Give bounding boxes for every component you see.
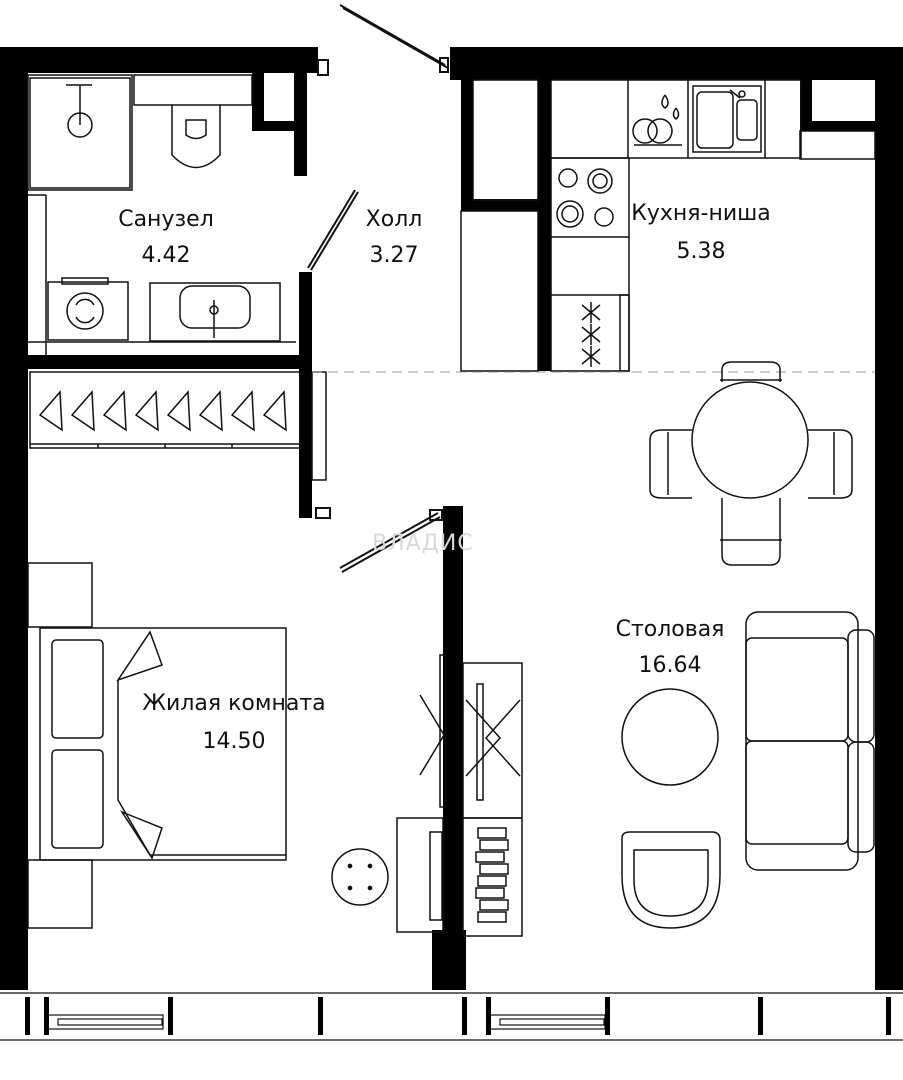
room-labels: Санузел 4.42 Холл 3.27 Кухня-ниша 5.38 С… [118,201,771,754]
hood-icon [581,302,601,367]
desk [396,817,444,933]
room-name-hall: Холл [366,207,423,232]
hanger-icon [38,390,287,432]
bed-icon [27,562,287,929]
shower-icon [27,74,133,191]
bookshelf [475,827,509,923]
hall-cabinet [311,371,327,481]
kitchen-counter [460,79,876,372]
kitchen-sink-icon [692,85,762,153]
room-name-dining: Столовая [616,617,725,642]
washing-machine-icon [47,277,129,341]
toilet-icon [133,74,253,169]
dishes-icon [632,94,682,146]
armchair-icon [621,831,721,929]
pouf [331,848,389,906]
walls [0,47,903,990]
kitchen-fridge [472,79,630,372]
room-area-living: 14.50 [203,729,266,754]
room-area-dining: 16.64 [639,653,702,678]
sink-icon [149,282,281,342]
windows [0,992,903,1041]
watermark: ВЛАДИС [372,531,474,556]
sofa-icon [745,611,875,871]
coffee-table [621,688,719,786]
wardrobe [29,371,301,449]
room-name-living: Жилая комната [142,691,325,716]
room-area-bathroom: 4.42 [142,243,191,268]
room-area-kitchen: 5.38 [677,239,726,264]
tv-cabinet [419,654,523,937]
room-area-hall: 3.27 [370,243,419,268]
room-name-kitchen: Кухня-ниша [631,201,771,226]
room-name-bathroom: Санузел [118,207,214,232]
window-mullions [25,997,891,1035]
doors [307,4,449,573]
stove-icon [556,168,614,228]
dining-table-icon [649,361,853,566]
bath-cabinet-lines [28,194,296,355]
